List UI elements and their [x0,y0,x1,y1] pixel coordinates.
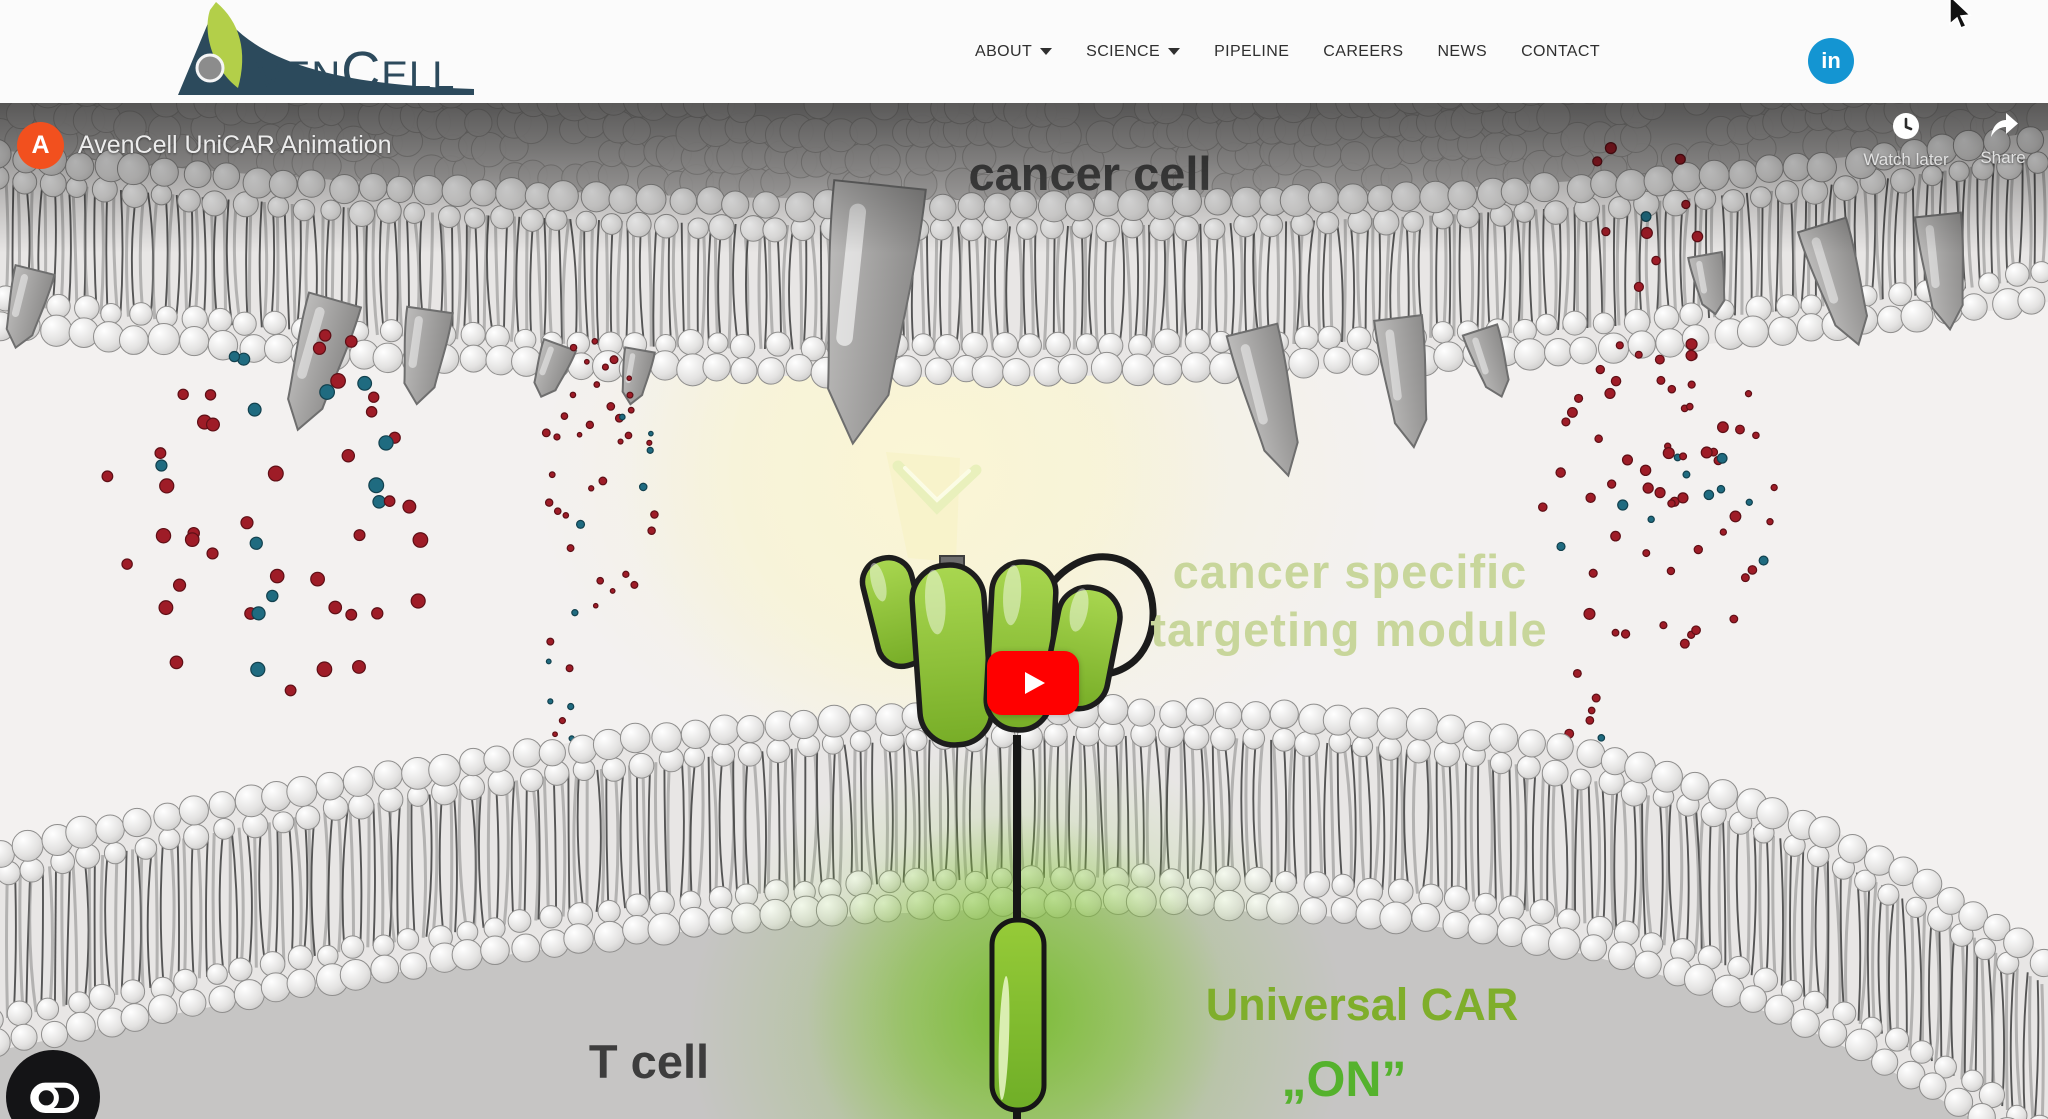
nav-item-news[interactable]: NEWS [1437,42,1488,60]
t-cell-label: T cell [589,1035,709,1088]
play-icon [1025,672,1045,694]
main-nav: ABOUT SCIENCE PIPELINE CAREERS NEWS CONT… [975,0,1600,103]
cancer-cell-label: cancer cell [968,147,1211,200]
share-label: Share [1980,148,2026,167]
logo-dot [195,53,225,83]
logo-triangle [178,4,474,95]
targeting-module-label-line1: cancer specific [1173,545,1528,598]
chevron-down-icon [1168,48,1181,55]
cookie-consent-widget[interactable] [6,1050,100,1119]
nav-item-about[interactable]: ABOUT [975,43,1053,61]
svg-text:VENCELL: VENCELL [256,41,455,101]
logo-leaf [207,2,243,88]
site-header: VENCELL ABOUT SCIENCE PIPELINE CAREERS N… [0,0,2048,103]
universal-car-label: Universal CAR [1206,979,1519,1030]
share-arrow-icon [1991,113,2018,137]
nav-item-pipeline[interactable]: PIPELINE [1214,42,1290,60]
car-on-label: „ON” [1282,1051,1407,1107]
clock-icon [1893,113,1919,139]
nav-item-contact[interactable]: CONTACT [1521,42,1601,60]
cookie-toggle-icon [30,1082,80,1113]
chevron-down-icon [1040,48,1053,55]
share-button[interactable]: Share [1944,112,2048,168]
nav-item-careers[interactable]: CAREERS [1323,42,1404,60]
play-button[interactable] [987,651,1079,715]
nav-item-science[interactable]: SCIENCE [1086,43,1181,61]
linkedin-icon[interactable]: in [1808,38,1854,84]
avencell-logo[interactable]: VENCELL [150,2,490,102]
channel-avatar[interactable]: A [17,122,64,169]
video-title-link[interactable]: AvenCell UniCAR Animation [78,131,392,159]
targeting-module-label-line2: targeting module [1150,603,1547,656]
